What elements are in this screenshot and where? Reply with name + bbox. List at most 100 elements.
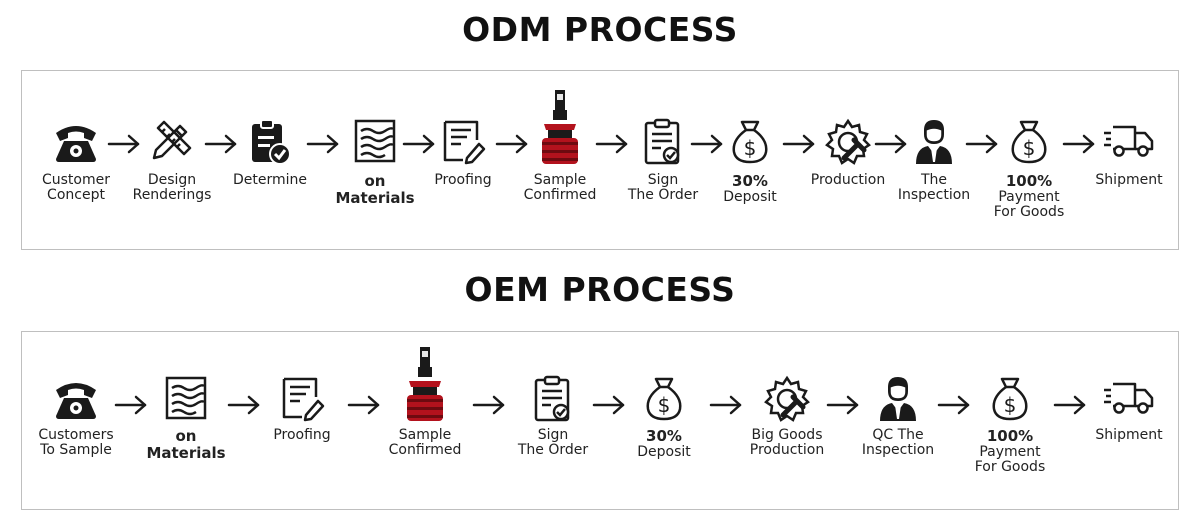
arrow-right-icon — [782, 134, 816, 154]
step-label-line: Shipment — [1095, 427, 1163, 443]
step-label-line: on — [175, 427, 197, 445]
step-label-line: The Order — [627, 187, 699, 203]
step-label-line: Customer — [41, 172, 110, 188]
arrow-right-icon — [709, 395, 743, 415]
step-label-line: The Order — [517, 442, 589, 458]
oem-process-panel — [21, 331, 1179, 510]
arrow-right-icon — [690, 134, 724, 154]
step-label-line: Sign — [537, 427, 569, 443]
proofing-icon — [441, 118, 486, 165]
step-label-line: Deposit — [637, 444, 691, 460]
materials-icon — [353, 118, 397, 164]
step-label-line: 30% — [732, 172, 768, 190]
step-label-line: Payment — [998, 189, 1060, 205]
production-gear-icon — [824, 118, 872, 166]
step-label-line: Inspection — [897, 187, 971, 203]
arrow-right-icon — [227, 395, 261, 415]
arrow-right-icon — [1062, 134, 1096, 154]
materials-icon — [164, 375, 208, 421]
arrow-right-icon — [495, 134, 529, 154]
step-label-line: Production — [749, 442, 825, 458]
step-label-line: Renderings — [132, 187, 212, 203]
step-label-line: 100% — [1005, 172, 1053, 190]
money-bag-icon: $ — [730, 118, 770, 164]
arrow-right-icon — [204, 134, 238, 154]
money-bag-icon: $ — [1009, 118, 1049, 164]
inspector-icon — [914, 118, 954, 164]
step-label-line: Confirmed — [388, 442, 462, 458]
step-label-line: Materials — [335, 189, 415, 207]
step-label-line: Deposit — [723, 189, 777, 205]
arrow-right-icon — [347, 395, 381, 415]
arrow-right-icon — [595, 134, 629, 154]
led-bulb-icon — [540, 90, 580, 166]
svg-text:$: $ — [658, 393, 671, 417]
step-label-line: Customers — [38, 427, 114, 443]
oem-process-title: OEM PROCESS — [464, 270, 736, 309]
truck-icon — [1103, 380, 1155, 416]
arrow-right-icon — [114, 395, 148, 415]
odm-process-panel — [21, 70, 1179, 250]
phone-icon — [52, 376, 100, 420]
step-label-line: Payment — [979, 444, 1041, 460]
truck-icon — [1103, 123, 1155, 159]
arrow-right-icon — [965, 134, 999, 154]
arrow-right-icon — [402, 134, 436, 154]
step-label-line: Design — [147, 172, 197, 188]
step-label: 30%Deposit — [675, 173, 825, 205]
step-label-line: For Goods — [993, 204, 1065, 220]
step-label-line: Sign — [647, 172, 679, 188]
arrow-right-icon — [874, 134, 908, 154]
step-label-line: Determine — [232, 172, 308, 188]
led-bulb-icon — [405, 347, 445, 423]
svg-text:$: $ — [1023, 136, 1036, 160]
step-label-line: 100% — [986, 427, 1034, 445]
step-label: Proofing — [388, 173, 538, 188]
step-label: Production — [773, 173, 923, 188]
step-label-line: Shipment — [1095, 172, 1163, 188]
step-label-line: The — [920, 172, 948, 188]
step-label: Shipment — [1054, 428, 1200, 443]
phone-icon — [52, 119, 100, 163]
step-label: Proofing — [227, 428, 377, 443]
step-label-line: Confirmed — [523, 187, 597, 203]
step-label: Shipment — [1054, 173, 1200, 188]
arrow-right-icon — [1053, 395, 1087, 415]
step-label: 30%Deposit — [589, 428, 739, 460]
inspector-icon — [878, 375, 918, 421]
step-label-line: QC The — [872, 427, 924, 443]
step-label-line: Inspection — [861, 442, 935, 458]
svg-text:$: $ — [1004, 393, 1017, 417]
step-label-line: For Goods — [974, 459, 1046, 475]
design-tools-icon — [150, 118, 194, 162]
step-label-line: Materials — [146, 444, 226, 462]
arrow-right-icon — [826, 395, 860, 415]
step-label-line: Proofing — [434, 172, 492, 188]
step-label-line: To Sample — [40, 442, 112, 458]
step-label-line: Production — [810, 172, 886, 188]
step-label-line: 30% — [646, 427, 682, 445]
step-label-line: Proofing — [273, 427, 331, 443]
step-label-line: Sample — [533, 172, 587, 188]
svg-text:$: $ — [744, 136, 757, 160]
proofing-icon — [280, 375, 325, 422]
production-gear-icon — [763, 375, 811, 423]
order-document-icon — [533, 375, 573, 423]
arrow-right-icon — [306, 134, 340, 154]
arrow-right-icon — [472, 395, 506, 415]
arrow-right-icon — [107, 134, 141, 154]
step-label-line: on — [364, 172, 386, 190]
order-document-icon — [643, 118, 683, 166]
